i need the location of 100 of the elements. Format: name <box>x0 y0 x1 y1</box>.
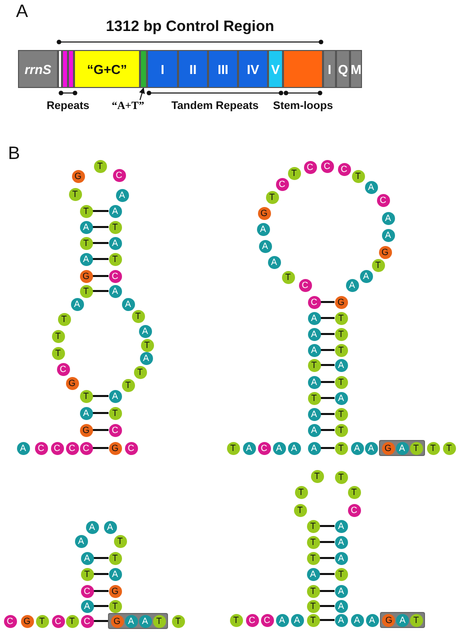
nucleotide-circle: T <box>108 406 122 420</box>
base-pair-bond <box>320 333 334 335</box>
nucleotide-circle: A <box>382 228 394 242</box>
base-pair-bond <box>320 573 334 575</box>
nucleotide-circle: T <box>152 614 166 628</box>
base-pair-bond <box>320 447 334 449</box>
nucleotide-circle: A <box>334 600 348 612</box>
nucleotide-circle: T <box>80 390 92 402</box>
nucleotide-circle: C <box>50 442 64 454</box>
nucleotide-circle: C <box>276 178 288 190</box>
base-pair-bond <box>92 290 108 292</box>
nucleotide-circle: T <box>52 346 64 360</box>
nucleotide-circle: A <box>80 600 94 612</box>
nucleotide-circle: G <box>108 442 122 454</box>
nucleotide-circle: A <box>308 408 320 420</box>
base-pair-bond <box>92 242 108 244</box>
nucleotide-circle: A <box>334 614 348 626</box>
nucleotide-circle: C <box>260 614 274 626</box>
nucleotide-circle: T <box>80 568 94 580</box>
nucleotide-circle: A <box>364 180 378 194</box>
nucleotide-circle: A <box>108 236 122 250</box>
nucleotide-circle: A <box>360 270 372 282</box>
nucleotide-circle: T <box>132 310 144 322</box>
nucleotide-circle: A <box>308 376 320 388</box>
genome-segment: I <box>323 50 336 88</box>
nucleotide-circle: A <box>308 424 320 436</box>
nucleotide-circle: T <box>348 486 360 498</box>
genome-segment <box>140 50 147 88</box>
base-pair-bond <box>92 275 108 277</box>
nucleotide-circle: C <box>338 162 350 176</box>
highlight-box <box>379 440 425 456</box>
nucleotide-circle: A <box>308 312 320 324</box>
base-pair-bond <box>92 412 108 414</box>
base-pair-bond <box>94 590 108 592</box>
nucleotide-circle: A <box>122 298 134 310</box>
nucleotide-circle: T <box>108 600 122 612</box>
nucleotide-circle: T <box>282 270 294 284</box>
region-label: Stem-loops <box>273 100 333 112</box>
nucleotide-circle: C <box>80 614 94 628</box>
nucleotide-circle: A <box>80 252 92 266</box>
nucleotide-circle: T <box>306 584 320 598</box>
nucleotide-circle: G <box>382 442 394 454</box>
nucleotide-circle: A <box>242 442 256 454</box>
nucleotide-circle: A <box>308 344 320 356</box>
nucleotide-circle: C <box>80 584 94 598</box>
nucleotide-circle: T <box>294 504 306 516</box>
genome-segment <box>68 50 74 88</box>
nucleotide-circle: A <box>108 390 122 402</box>
nucleotide-circle: A <box>268 256 280 268</box>
base-pair-bond <box>94 620 110 622</box>
base-pair-bond <box>92 210 108 212</box>
nucleotide-circle: T <box>80 284 92 298</box>
nucleotide-circle: T <box>334 344 348 356</box>
genome-segment: II <box>178 50 208 88</box>
nucleotide-circle: A <box>80 406 92 420</box>
base-pair-bond <box>94 605 108 607</box>
nucleotide-circle: G <box>378 246 392 258</box>
genome-segment: III <box>208 50 238 88</box>
nucleotide-circle: A <box>276 614 288 626</box>
nucleotide-circle: C <box>80 442 92 454</box>
nucleotide-circle: T <box>58 312 70 326</box>
nucleotide-circle: T <box>230 614 242 626</box>
nucleotide-circle: T <box>266 190 278 204</box>
genome-segment: I <box>147 50 178 88</box>
genome-segment <box>58 50 62 88</box>
nucleotide-circle: T <box>226 442 240 454</box>
nucleotide-circle: G <box>72 170 84 182</box>
nucleotide-circle: C <box>246 614 258 626</box>
genome-segment <box>62 50 68 88</box>
base-pair-bond <box>92 226 108 228</box>
highlight-box <box>108 613 168 629</box>
genome-segment <box>283 50 323 88</box>
nucleotide-circle: A <box>396 442 408 454</box>
base-pair-bond <box>320 619 334 621</box>
nucleotide-circle: G <box>382 614 396 626</box>
nucleotide-circle: C <box>52 614 64 628</box>
nucleotide-circle: A <box>364 442 378 454</box>
nucleotide-circle: T <box>36 614 48 628</box>
nucleotide-circle: C <box>320 160 334 172</box>
nucleotide-circle: C <box>304 160 316 174</box>
panel-letter: A <box>16 1 28 22</box>
nucleotide-circle: A <box>16 442 30 454</box>
nucleotide-circle: A <box>108 284 122 298</box>
nucleotide-circle: A <box>308 442 320 454</box>
nucleotide-circle: C <box>66 442 78 454</box>
base-pair-bond <box>320 397 334 399</box>
nucleotide-circle: T <box>334 328 348 340</box>
genome-segment: V <box>268 50 283 88</box>
nucleotide-circle: T <box>294 486 308 498</box>
genome-segment: IV <box>238 50 268 88</box>
nucleotide-circle: T <box>334 312 348 324</box>
base-pair-bond <box>320 317 334 319</box>
nucleotide-circle: A <box>80 552 94 564</box>
genome-segment: rrnS <box>18 50 58 88</box>
nucleotide-circle: A <box>124 614 138 628</box>
nucleotide-circle: T <box>334 568 348 580</box>
nucleotide-circle: T <box>108 220 122 234</box>
nucleotide-circle: T <box>80 204 92 218</box>
nucleotide-circle: T <box>114 534 126 548</box>
nucleotide-circle: T <box>66 614 78 628</box>
